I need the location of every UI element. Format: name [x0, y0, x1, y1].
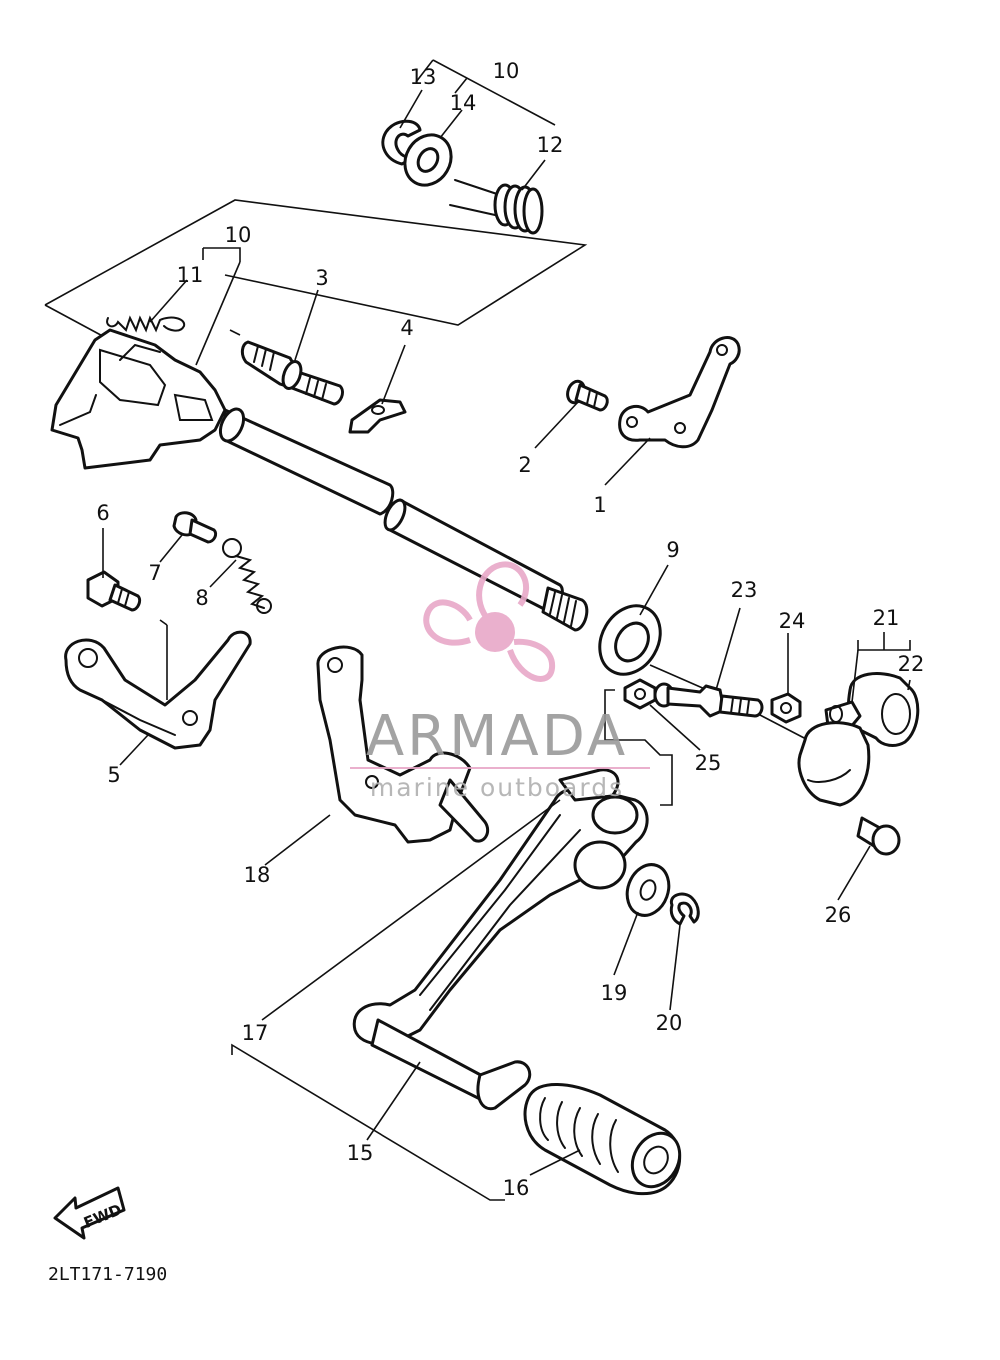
callout-15: 15 — [347, 1141, 374, 1165]
callout-6: 6 — [96, 501, 109, 525]
joint-part-21 — [797, 672, 920, 807]
nut-part-24 — [770, 692, 802, 724]
leader-lines — [102, 89, 911, 1176]
clip-part-13 — [381, 119, 422, 166]
group-lines — [44, 59, 911, 1201]
callout-17: 17 — [242, 1021, 269, 1045]
spring-part-8 — [222, 538, 272, 614]
screw-part-2 — [566, 379, 609, 412]
callout-11: 11 — [177, 263, 204, 287]
callout-25: 25 — [695, 751, 722, 775]
propeller-logo-icon — [423, 561, 556, 682]
callout-8: 8 — [195, 586, 208, 610]
watermark-tagline: marine outboards — [370, 773, 624, 802]
seal-part-9 — [598, 604, 662, 676]
forward-arrow-icon: FWD — [53, 1186, 126, 1240]
callout-10-mid: 10 — [225, 223, 252, 247]
lockwasher-part-4 — [348, 398, 407, 434]
bolt-part-7 — [172, 511, 218, 544]
rubber-part-16 — [523, 1083, 682, 1196]
callout-10-top: 10 — [493, 59, 520, 83]
callout-16: 16 — [503, 1176, 530, 1200]
callout-12: 12 — [537, 133, 564, 157]
callout-20: 20 — [656, 1011, 683, 1035]
part-code: 2LT171-7190 — [48, 1264, 167, 1285]
shift-shaft-assembly — [50, 328, 589, 632]
arm-part-18 — [316, 645, 490, 844]
screw-part-26 — [856, 816, 901, 856]
callout-13: 13 — [410, 65, 437, 89]
callout-24: 24 — [779, 609, 806, 633]
circlip-part-20 — [669, 892, 700, 926]
callout-2: 2 — [518, 453, 531, 477]
stud-part-3 — [240, 340, 344, 406]
nut-part-25 — [623, 678, 657, 710]
arm-part-5 — [64, 630, 252, 750]
callout-9: 9 — [666, 538, 679, 562]
callout-7: 7 — [148, 561, 161, 585]
callout-21: 21 — [873, 606, 900, 630]
callout-23: 23 — [731, 578, 758, 602]
callout-19: 19 — [601, 981, 628, 1005]
callout-22: 22 — [898, 652, 925, 676]
callout-3: 3 — [315, 266, 328, 290]
washer-part-14 — [403, 133, 453, 187]
callout-labels: 1 2 3 4 5 6 7 8 9 10 10 11 12 13 14 15 1… — [96, 59, 924, 1200]
lever-part-1 — [618, 336, 741, 449]
watermark: ARMADA marine outboards — [350, 561, 650, 802]
callout-5: 5 — [107, 763, 120, 787]
callout-4: 4 — [400, 316, 413, 340]
callout-1: 1 — [593, 493, 606, 517]
spring-part-11 — [106, 315, 186, 333]
peg-part-15 — [370, 1018, 532, 1111]
bolt-part-23 — [653, 682, 764, 718]
watermark-brand: ARMADA — [366, 704, 628, 769]
washer-part-19 — [625, 863, 671, 917]
spring-part-12 — [449, 179, 544, 235]
bolt-part-6 — [86, 570, 142, 612]
callout-14: 14 — [450, 91, 477, 115]
callout-18: 18 — [244, 863, 271, 887]
callout-26: 26 — [825, 903, 852, 927]
